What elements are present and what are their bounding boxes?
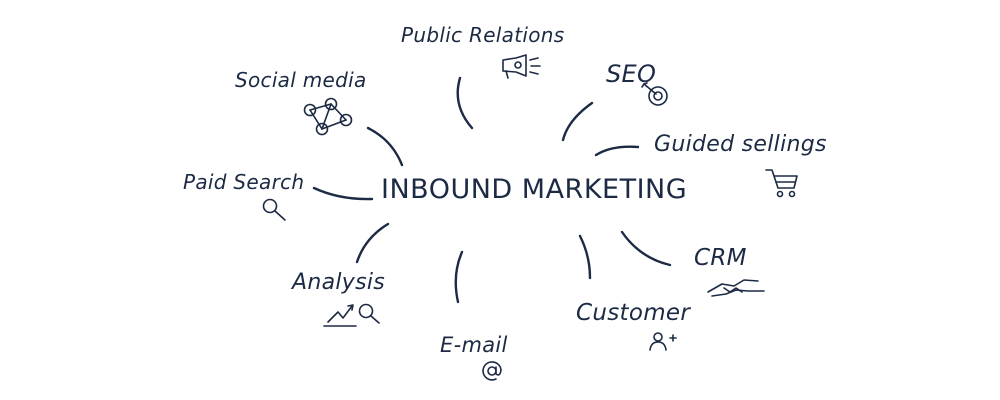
connector-guided-sellings xyxy=(594,145,640,157)
handshake-icon xyxy=(707,279,765,297)
node-social-media: Social media xyxy=(235,68,367,92)
megaphone-icon xyxy=(502,54,541,79)
connector-paid-search xyxy=(312,186,374,201)
node-paid-search: Paid Search xyxy=(183,170,305,194)
magnifier-icon xyxy=(262,198,286,221)
hub-title: INBOUND MARKETING xyxy=(381,174,688,205)
connector-analysis xyxy=(355,222,390,264)
connector-social-media xyxy=(366,126,404,167)
node-customer: Customer xyxy=(576,300,691,326)
node-crm: CRM xyxy=(694,245,747,271)
connector-crm xyxy=(620,230,672,267)
connector-customer xyxy=(578,234,592,280)
trend-magnifier-icon xyxy=(323,303,380,327)
shopping-cart-icon xyxy=(765,169,798,198)
node-email: E-mail xyxy=(440,333,508,357)
node-public-relations: Public Relations xyxy=(401,23,565,47)
target-icon xyxy=(641,82,668,106)
node-analysis: Analysis xyxy=(292,270,386,295)
node-guided-sellings: Guided sellings xyxy=(654,132,827,157)
connector-public-relations xyxy=(456,76,474,130)
add-user-icon xyxy=(649,332,677,351)
connector-seo xyxy=(561,101,594,142)
connector-email xyxy=(454,250,464,304)
at-sign-icon xyxy=(482,361,502,381)
network-people-icon xyxy=(303,97,353,136)
